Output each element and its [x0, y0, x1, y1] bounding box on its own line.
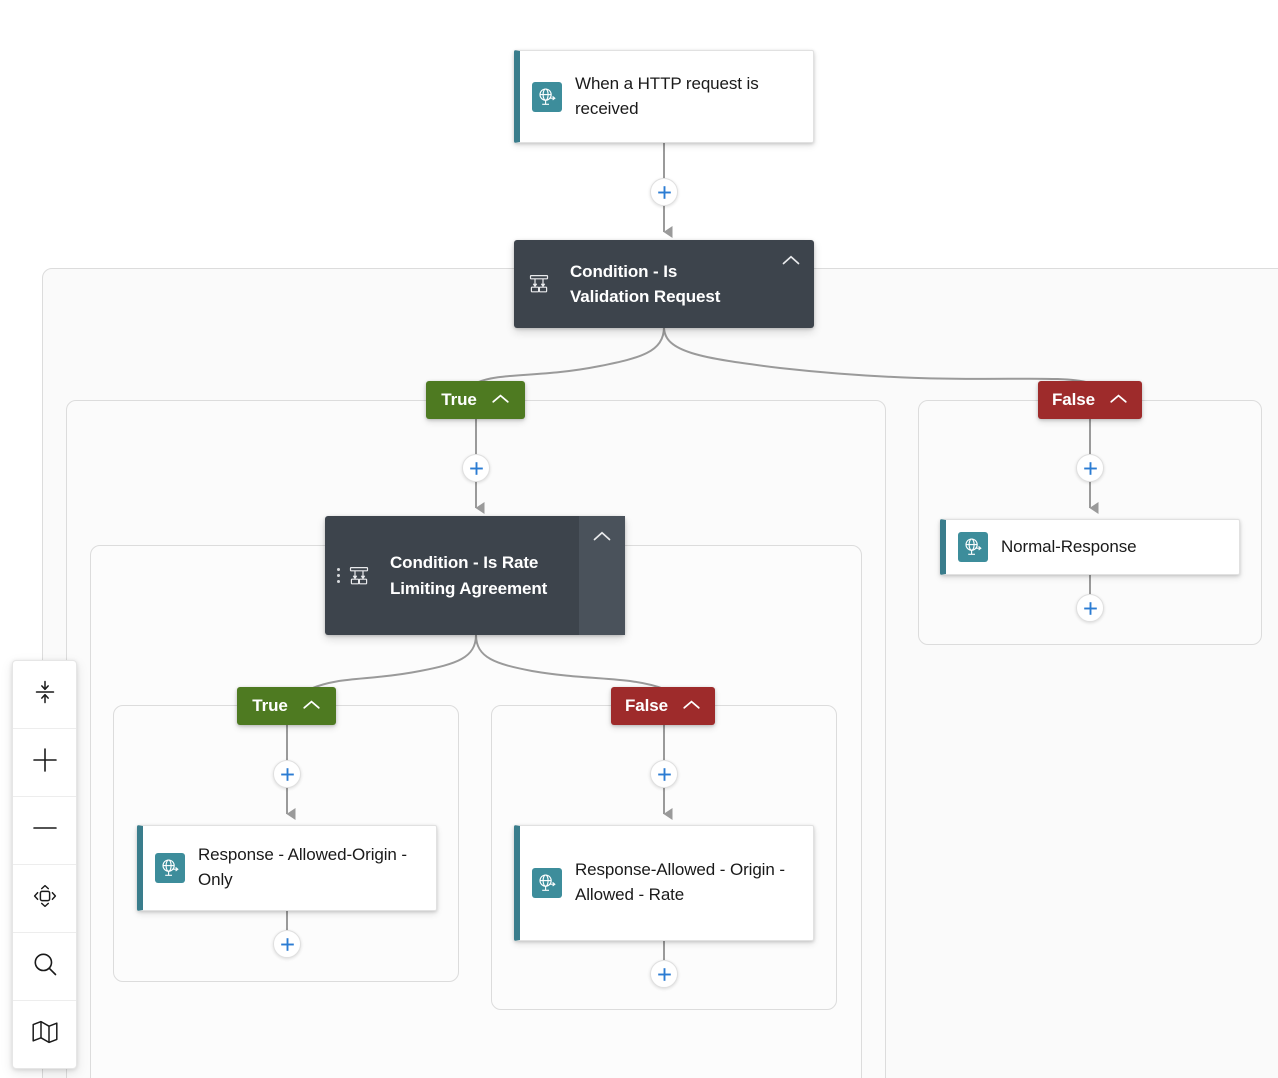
node-label: Normal-Response: [1001, 536, 1137, 556]
plus-icon: [1083, 461, 1097, 475]
branch-badge-root-true[interactable]: True: [426, 381, 525, 419]
plus-icon: [31, 746, 59, 779]
node-when-a-http-request-is-received[interactable]: When a HTTP request is received: [514, 50, 814, 143]
condition-branch-icon: [346, 563, 372, 589]
collapse-chevron-up-icon[interactable]: [1109, 390, 1128, 410]
plus-icon: [1083, 601, 1097, 615]
branch-label: False: [625, 696, 668, 715]
http-globe-icon: [958, 532, 988, 562]
plus-icon: [657, 967, 671, 981]
plus-icon: [280, 937, 294, 951]
branch-badge-nested-false[interactable]: False: [611, 687, 715, 725]
branch-badge-nested-true[interactable]: True: [237, 687, 336, 725]
toolbar-button-zoom-out[interactable]: [13, 797, 76, 865]
toolbar-button-pan[interactable]: [13, 865, 76, 933]
plus-icon: [657, 767, 671, 781]
add-action-button-after-normal-response[interactable]: [1076, 594, 1104, 622]
plus-icon: [657, 185, 671, 199]
collapse-chevron-up-icon[interactable]: [768, 240, 814, 328]
node-response-allowed-origin-allowed-rate[interactable]: Response-Allowed - Origin - Allowed - Ra…: [514, 825, 814, 941]
map-icon: [30, 1017, 60, 1052]
node-label: When a HTTP request is received: [575, 73, 759, 118]
pan-move-icon: [30, 881, 60, 916]
branch-label: True: [441, 390, 477, 409]
collapse-chevron-up-icon[interactable]: [682, 696, 701, 716]
fit-to-screen-icon: [32, 679, 58, 710]
node-response-allowed-origin-only[interactable]: Response - Allowed-Origin - Only: [137, 825, 437, 911]
node-condition-is-validation-request[interactable]: Condition - Is Validation Request: [514, 240, 814, 328]
toolbar-button-zoom-in[interactable]: [13, 729, 76, 797]
branch-label: True: [252, 696, 288, 715]
plus-icon: [280, 767, 294, 781]
branch-badge-root-false[interactable]: False: [1038, 381, 1142, 419]
node-label: Condition - Is Validation Request: [570, 261, 721, 306]
toolbar-button-fit-to-screen[interactable]: [13, 661, 76, 729]
plus-icon: [469, 461, 483, 475]
add-action-button-after-trigger[interactable]: [650, 178, 678, 206]
node-label: Response - Allowed-Origin - Only: [198, 845, 407, 889]
toolbar-button-search[interactable]: [13, 933, 76, 1001]
branch-label: False: [1052, 390, 1095, 409]
http-globe-icon: [532, 868, 562, 898]
search-icon: [31, 950, 59, 983]
collapse-chevron-up-icon[interactable]: [579, 516, 625, 635]
canvas-toolbar[interactable]: [12, 660, 77, 1069]
node-normal-response[interactable]: Normal-Response: [940, 519, 1240, 575]
http-globe-icon: [155, 853, 185, 883]
collapse-chevron-up-icon[interactable]: [302, 696, 321, 716]
add-action-button-root-false[interactable]: [1076, 454, 1104, 482]
more-vertical-icon[interactable]: [337, 568, 340, 583]
add-action-button-nested-false[interactable]: [650, 760, 678, 788]
toolbar-button-minimap[interactable]: [13, 1001, 76, 1068]
node-label: Condition - Is Rate Limiting Agreement: [390, 553, 548, 598]
condition-branch-icon: [526, 271, 552, 297]
add-action-button-after-response-allowed-origin-only[interactable]: [273, 930, 301, 958]
node-condition-is-rate-limiting-agreement[interactable]: Condition - Is Rate Limiting Agreement: [325, 516, 625, 635]
node-label: Response-Allowed - Origin - Allowed - Ra…: [575, 860, 785, 904]
minus-icon: [31, 814, 59, 847]
collapse-chevron-up-icon[interactable]: [491, 390, 510, 410]
http-globe-icon: [532, 81, 562, 112]
add-action-button-nested-true[interactable]: [273, 760, 301, 788]
add-action-button-after-response-allowed-origin-allowed-rate[interactable]: [650, 960, 678, 988]
add-action-button-root-true[interactable]: [462, 454, 490, 482]
